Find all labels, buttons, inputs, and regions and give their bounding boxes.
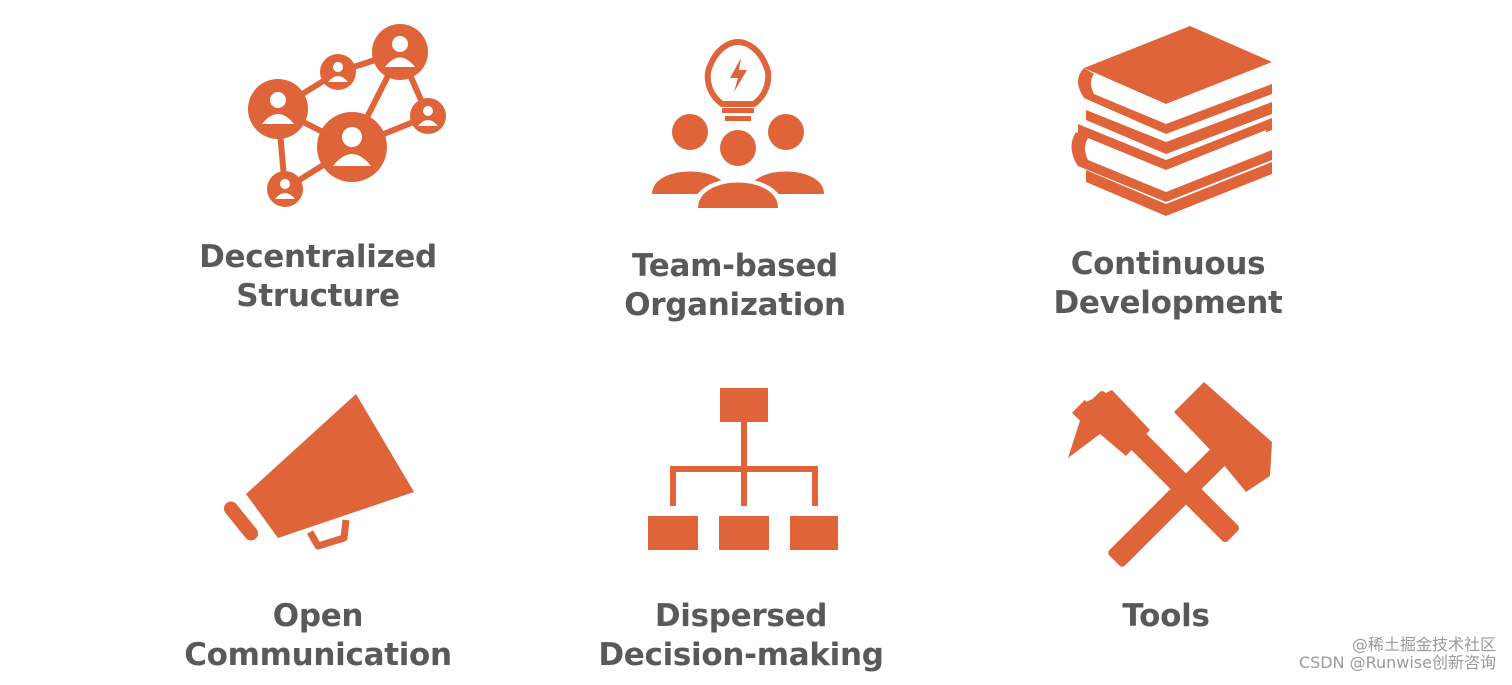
- label-open-communication: Open Communication: [168, 597, 468, 675]
- hammers-icon: [1064, 372, 1276, 572]
- megaphone-icon: [222, 392, 418, 550]
- watermark-secondary: @稀土掘金技术社区: [1351, 635, 1496, 654]
- label-line: Organization: [624, 287, 846, 323]
- label-dispersed-decision-making: Dispersed Decision-making: [591, 597, 891, 675]
- label-line: Tools: [1122, 598, 1210, 634]
- label-continuous-development: Continuous Development: [1018, 245, 1318, 323]
- team-idea-icon: [648, 28, 828, 210]
- label-line: Dispersed: [654, 598, 828, 634]
- label-decentralized-structure: Decentralized Structure: [168, 238, 468, 316]
- label-line: Structure: [236, 278, 400, 314]
- org-chart-icon: [646, 388, 840, 552]
- label-line: Open: [272, 598, 364, 634]
- label-line: Decentralized: [199, 239, 437, 275]
- books-stack-icon: [1066, 24, 1272, 216]
- label-line: Decision-making: [598, 637, 884, 673]
- label-line: Team-based: [632, 248, 838, 284]
- watermark: CSDN @Runwise创新咨询: [1298, 653, 1496, 672]
- network-people-icon: [240, 24, 452, 214]
- label-line: Development: [1053, 285, 1283, 321]
- label-team-based-organization: Team-based Organization: [585, 247, 885, 325]
- label-line: Communication: [184, 637, 452, 673]
- label-tools: Tools: [1016, 597, 1316, 636]
- label-line: Continuous: [1070, 246, 1266, 282]
